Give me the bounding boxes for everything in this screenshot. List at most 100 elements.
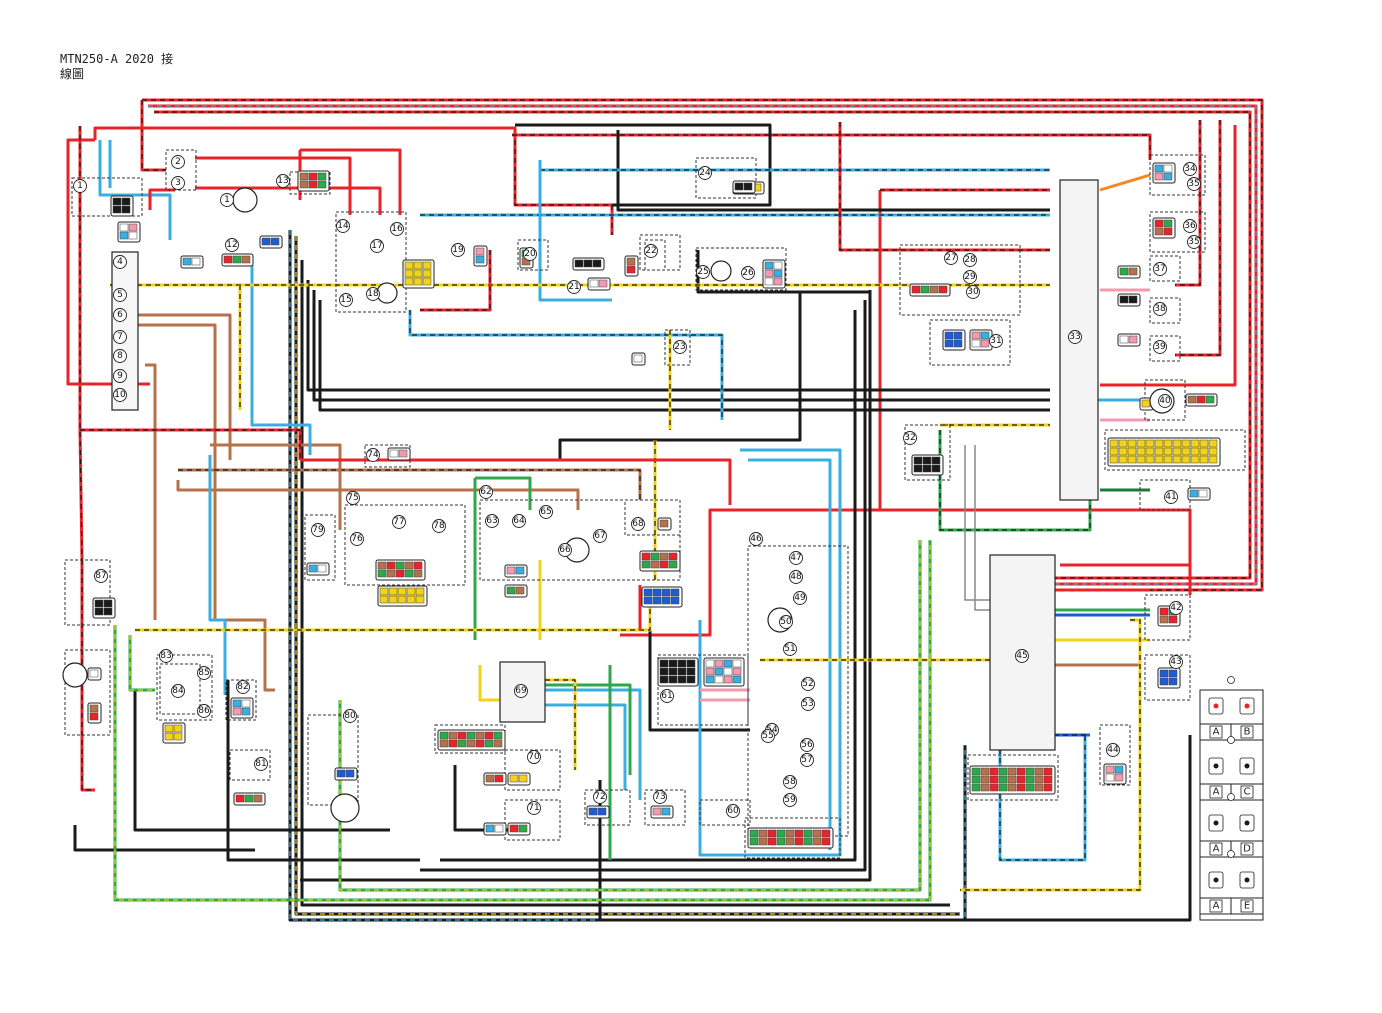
- pin: [466, 731, 476, 740]
- component-number: 76: [351, 534, 363, 544]
- pin: [515, 586, 525, 595]
- pin: [232, 699, 242, 708]
- component-number: 79: [312, 525, 324, 535]
- component-label-53: 52: [801, 677, 815, 691]
- lamp-79-symbol: [330, 793, 360, 823]
- pin: [1163, 227, 1173, 236]
- sensor-87-symbol: [62, 662, 88, 688]
- wire: [545, 688, 642, 800]
- pin: [989, 783, 999, 792]
- component-label-74: 73: [653, 790, 667, 804]
- component-label-33: 33: [1068, 330, 1082, 344]
- pin: [1199, 439, 1209, 448]
- pin: [989, 767, 999, 776]
- component-number: 19: [452, 245, 464, 255]
- wire: [420, 300, 867, 872]
- pin: [413, 569, 423, 578]
- component-number: 50: [780, 617, 792, 627]
- component-number: 10: [114, 390, 126, 400]
- component-label-64: 63: [485, 514, 499, 528]
- pin: [773, 269, 783, 278]
- wire: [974, 445, 990, 611]
- pin: [89, 712, 99, 721]
- component-label-60: 59: [783, 793, 797, 807]
- pin: [764, 269, 774, 278]
- pin: [241, 255, 251, 264]
- pin: [922, 464, 932, 473]
- pin: [641, 552, 651, 561]
- component-label-88: 87: [94, 569, 108, 583]
- pin: [1154, 227, 1164, 236]
- component-number: 44: [1107, 745, 1119, 755]
- pin: [659, 667, 669, 676]
- pin: [1168, 669, 1178, 678]
- component-number: 1: [224, 195, 230, 205]
- component-label-78: 77: [392, 515, 406, 529]
- legend-symbol-pin: [1244, 703, 1250, 709]
- component-number: 3: [175, 178, 181, 188]
- legend-key-box: [1209, 725, 1223, 739]
- pin: [1109, 455, 1119, 464]
- pin: [1172, 439, 1182, 448]
- wire: [512, 133, 1152, 160]
- component-number: 66: [559, 545, 571, 555]
- pin: [475, 731, 485, 740]
- component-label-37: 35: [1187, 235, 1201, 249]
- component-label-45: 44: [1106, 743, 1120, 757]
- legend-symbol-pin: [1213, 703, 1219, 709]
- component-label-81: 80: [343, 709, 357, 723]
- pin: [1109, 447, 1119, 456]
- pin: [776, 829, 786, 838]
- component-number: 26: [742, 268, 754, 278]
- component-number: 27: [945, 253, 956, 263]
- component-number: 13: [277, 176, 288, 186]
- pin: [406, 595, 416, 604]
- component-label-10: 10: [113, 388, 127, 402]
- pin: [714, 675, 724, 684]
- pin: [119, 223, 129, 232]
- component-number: 8: [117, 351, 123, 361]
- pin: [1141, 399, 1151, 408]
- component-number: 23: [674, 342, 685, 352]
- pin: [767, 829, 777, 838]
- pin: [670, 596, 680, 605]
- meter-connector: [744, 817, 841, 859]
- wire: [1060, 540, 1192, 567]
- comp-27-box: [899, 244, 1021, 316]
- pin: [1136, 447, 1146, 456]
- pin: [1190, 447, 1200, 456]
- component-number: 62: [480, 487, 491, 497]
- pin: [749, 829, 759, 838]
- pin: [705, 659, 715, 668]
- pin: [1025, 783, 1035, 792]
- pin: [1034, 783, 1044, 792]
- pin: [971, 767, 981, 776]
- pin: [493, 731, 503, 740]
- pin: [650, 552, 660, 561]
- wire: [300, 260, 950, 907]
- wire: [1099, 173, 1151, 192]
- component-label-14: 14: [336, 219, 350, 233]
- component-label-23: 23: [673, 340, 687, 354]
- component-number: 45: [1016, 651, 1027, 661]
- pin: [103, 607, 113, 616]
- wire: [558, 292, 802, 460]
- comp-43-box: [1144, 654, 1191, 701]
- pin: [1154, 439, 1164, 448]
- pin: [406, 587, 416, 596]
- component-label-18: 18: [366, 287, 380, 301]
- wire: [515, 123, 772, 207]
- pin: [1136, 455, 1146, 464]
- wire: [648, 595, 750, 732]
- pin: [764, 277, 774, 286]
- component-label-31: 31: [989, 334, 1003, 348]
- legend-key-C: C: [1244, 787, 1251, 798]
- pin: [677, 675, 687, 684]
- wire-stripe: [295, 236, 960, 915]
- pin: [1128, 335, 1138, 344]
- legend-key-B: B: [1244, 727, 1251, 738]
- component-label-56: 55: [761, 729, 775, 743]
- component-label-6: 6: [113, 308, 127, 322]
- pin: [484, 731, 494, 740]
- component-number: 2: [175, 157, 181, 167]
